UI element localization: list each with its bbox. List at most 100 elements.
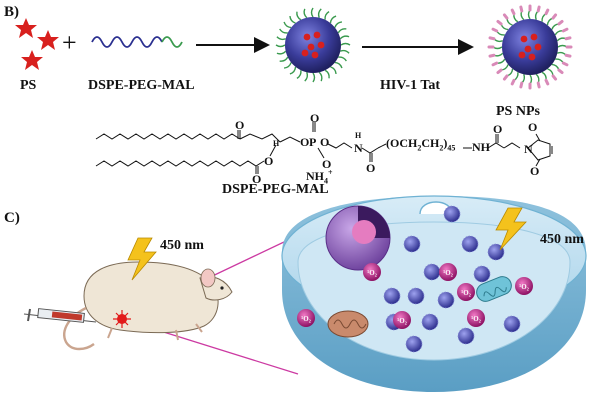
peg-chain: [304, 72, 309, 82]
peg-chain: [312, 72, 316, 83]
tat-peptide: [491, 27, 499, 33]
ps-payload: [303, 33, 311, 41]
singlet-oxygen-label: ¹O₂: [471, 315, 481, 323]
atom-h-stereo: H: [273, 139, 280, 148]
atom-o-ester-lower: O: [264, 154, 274, 168]
ps-payload: [530, 33, 538, 41]
peg-chain: [317, 8, 322, 18]
light-mouse-label: 450 nm: [160, 238, 204, 253]
peg-chain: [289, 66, 297, 75]
tat-peptide: [564, 53, 572, 58]
tat-peptide: [561, 27, 569, 33]
panel-b-label: B): [4, 4, 19, 20]
tumor-spot-icon: [113, 310, 131, 328]
tat-peptide: [557, 68, 564, 75]
tat-peptide: [496, 68, 503, 75]
ps-payload: [518, 51, 526, 59]
ps-stars-icon: [15, 18, 59, 70]
singlet-oxygen-icon: [457, 283, 475, 301]
peg-chain: [279, 56, 289, 62]
atom-o-phosphate-link: O: [320, 135, 330, 149]
peg-chain: [296, 11, 302, 21]
structure-caption: DSPE-PEG-MAL: [222, 182, 329, 197]
peg-chain: [334, 61, 343, 69]
peg-chain: [334, 21, 343, 28]
peg-chain: [303, 8, 308, 19]
peg-chain: [283, 21, 292, 29]
tat-peptide: [551, 13, 558, 20]
peg-chain: [324, 11, 330, 20]
peg-chain: [289, 15, 296, 24]
singlet-oxygen-label: ¹O₂: [367, 269, 377, 277]
atom-nh-end: NH: [472, 140, 490, 154]
ps-payload: [311, 51, 319, 59]
atom-n-maleimide: N: [524, 142, 533, 156]
peg-chain: [330, 66, 337, 75]
peg-chain: [338, 56, 347, 62]
ps-payload: [317, 41, 325, 49]
peg-repeat-unit: (OCH2CH2)45: [386, 136, 456, 153]
singlet-oxygen-icon: [515, 277, 533, 295]
singlet-oxygen-label: ¹O₂: [461, 289, 471, 297]
tat-peptide: [564, 36, 572, 41]
atom-o-carbamate: O: [366, 161, 376, 175]
small-nanoparticle-icon: [403, 235, 421, 253]
tat-peptide: [510, 8, 516, 16]
cell-icon: [281, 195, 587, 392]
atom-h-carbamate: H: [355, 131, 362, 140]
light-cell-label: 450 nm: [540, 232, 584, 247]
small-nanoparticle-icon: [443, 205, 461, 223]
peg-chain: [324, 69, 330, 79]
peg-chain: [279, 28, 288, 34]
tat-peptide: [488, 36, 496, 41]
ps-payload: [301, 49, 309, 57]
singlet-oxygen-icon: [467, 309, 485, 327]
atom-o-maleimide-bottom: O: [530, 164, 540, 178]
syringe-icon: [23, 308, 97, 323]
lightning-cell-icon: [495, 207, 527, 251]
nanoparticle-peg-icon: [275, 7, 351, 83]
small-nanoparticle-icon: [405, 335, 423, 353]
tat-peptide: [502, 13, 509, 20]
nucleus-icon: [325, 205, 391, 271]
atom-o-amide: O: [493, 122, 503, 136]
tat-peptide: [536, 5, 541, 13]
plus-sign: +: [62, 28, 77, 57]
tat-peptide: [496, 19, 503, 26]
singlet-oxygen-label: ¹O₂: [519, 283, 529, 291]
peg-chain: [340, 49, 350, 54]
dspe-peg-mal-label: DSPE-PEG-MAL: [88, 78, 195, 93]
small-nanoparticle-icon: [473, 265, 491, 283]
singlet-oxygen-icon: [297, 309, 315, 327]
peg-chain: [329, 15, 337, 24]
ps-payload: [520, 35, 528, 43]
peg-chain: [283, 62, 292, 69]
tat-peptide: [557, 19, 564, 26]
singlet-oxygen-icon: [363, 263, 381, 281]
peg-chain: [276, 50, 287, 55]
ps-payload: [528, 53, 536, 61]
atom-o-phosphate-minus: O: [322, 157, 332, 171]
mouse-icon: [63, 261, 233, 351]
atom-o-carbonyl-top: O: [235, 118, 245, 132]
dspe-peg-mal-wave-icon: [91, 36, 183, 48]
atom-nh4: NH4+: [306, 168, 333, 186]
atom-o-phosphate-top: O: [310, 111, 320, 125]
tat-peptide: [519, 5, 524, 13]
small-nanoparticle-icon: [503, 315, 521, 333]
ps-np-tat-icon: [487, 4, 573, 90]
singlet-oxygen-label: ¹O₂: [301, 315, 311, 323]
tat-peptide: [502, 74, 509, 81]
small-nanoparticle-icon: [407, 287, 425, 305]
small-nanoparticle-icon: [437, 291, 455, 309]
peg-chain: [337, 28, 347, 34]
tat-peptide: [551, 74, 558, 81]
peg-chain: [340, 42, 351, 46]
tat-peptide: [544, 78, 550, 86]
peg-chain: [275, 44, 286, 48]
small-nanoparticle-icon: [461, 235, 479, 253]
atom-o-carbonyl-lower: O: [252, 172, 262, 186]
small-nanoparticle-icon: [383, 287, 401, 305]
